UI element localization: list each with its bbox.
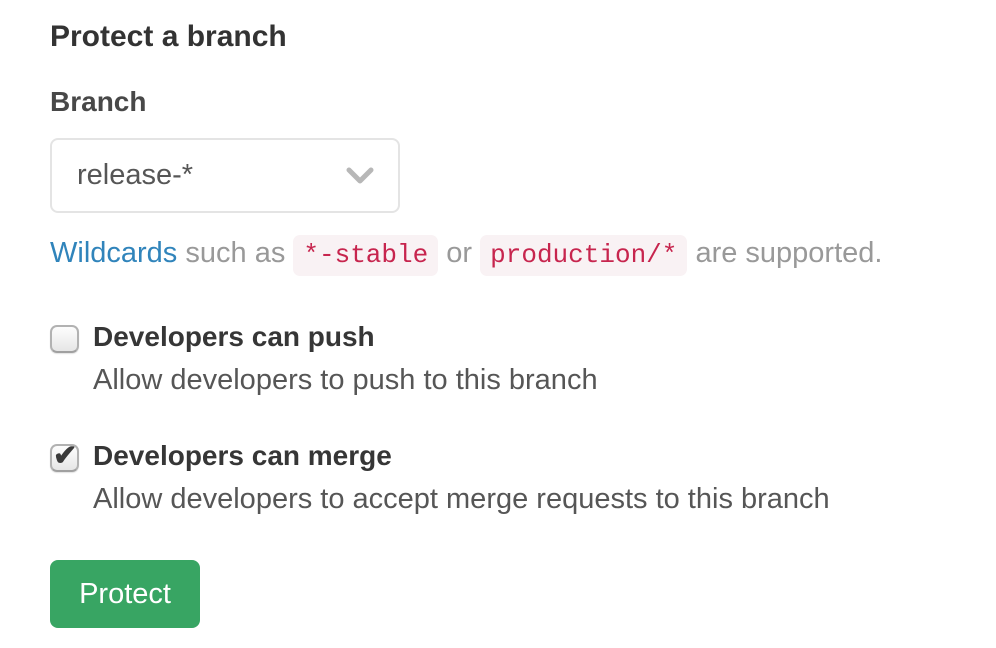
protect-button[interactable]: Protect xyxy=(50,560,200,628)
option-description-developers-can-push: Allow developers to push to this branch xyxy=(93,364,598,396)
selected-branch-value: release-* xyxy=(77,159,194,191)
code-example-2: production/* xyxy=(480,235,688,276)
chevron-down-icon xyxy=(346,167,374,183)
option-developers-can-push: Developers can push Allow developers to … xyxy=(50,322,946,396)
branch-select[interactable]: release-* xyxy=(50,138,400,213)
option-label-developers-can-merge[interactable]: Developers can merge xyxy=(93,440,392,471)
option-developers-can-merge: Developers can merge Allow developers to… xyxy=(50,438,946,515)
branch-label: Branch xyxy=(50,86,147,117)
code-example-1: *-stable xyxy=(293,235,439,276)
help-text-supported: are supported. xyxy=(695,237,883,269)
page-title: Protect a branch xyxy=(50,20,287,53)
option-label-developers-can-push[interactable]: Developers can push xyxy=(93,321,375,352)
checkbox-developers-can-merge[interactable] xyxy=(50,438,79,473)
option-description-developers-can-merge: Allow developers to accept merge request… xyxy=(93,483,830,515)
help-text-or: or xyxy=(446,237,473,269)
help-text-such-as: such as xyxy=(185,237,286,269)
wildcards-help-text: Wildcards such as *-stable or production… xyxy=(50,231,946,277)
wildcards-link[interactable]: Wildcards xyxy=(50,237,178,269)
checkbox-developers-can-push[interactable] xyxy=(50,325,79,353)
